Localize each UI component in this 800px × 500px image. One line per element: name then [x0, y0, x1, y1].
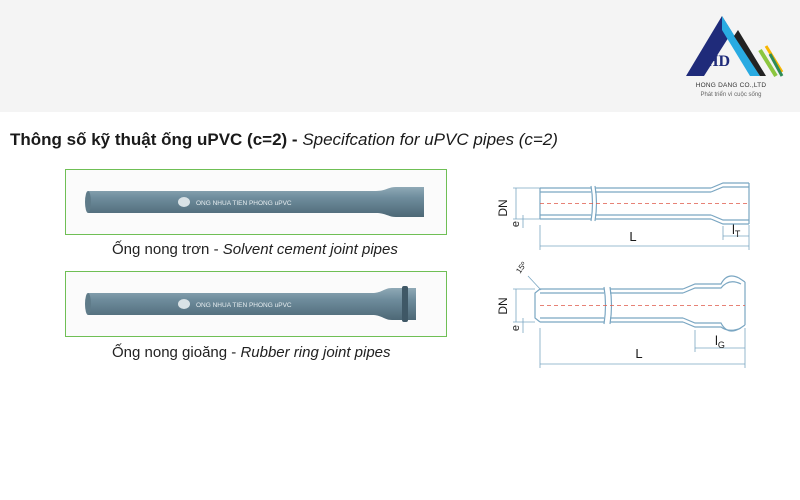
- dn-label: DN: [496, 199, 510, 216]
- wall-thickness-label: e: [510, 221, 522, 227]
- brand-emblem-icon: [178, 197, 190, 207]
- socket-length-label: lT: [732, 222, 741, 239]
- pipe-dimension-drawings: DN e L lT DN e 15º L lG: [496, 182, 750, 368]
- chamfer-angle-label: 15º: [514, 260, 528, 275]
- company-slogan: Phát triển vì cuộc sống: [700, 92, 762, 98]
- rubber-ring-pipe-caption: Ống nong gioăng - Rubber ring joint pipe…: [112, 344, 391, 361]
- logo-mark-icon: HD: [686, 16, 784, 78]
- title-vietnamese: Thông số kỹ thuật ống uPVC (c=2) -: [10, 130, 303, 149]
- caption-vietnamese: Ống nong gioăng -: [112, 344, 241, 361]
- caption-english: Rubber ring joint pipes: [240, 344, 391, 361]
- company-logo: HD HONG DANG CO.,LTD Phát triển vì cuộc …: [676, 10, 786, 106]
- caption-vietnamese: Ống nong trơn -: [112, 241, 223, 258]
- brand-emblem-icon: [178, 299, 190, 309]
- pipe-print-text: ONG NHUA TIEN PHONG uPVC: [196, 302, 292, 309]
- length-label: L: [635, 346, 642, 361]
- rubber-ring-pipe-image: ONG NHUA TIEN PHONG uPVC: [65, 271, 447, 337]
- page-title: Thông số kỹ thuật ống uPVC (c=2) - Speci…: [10, 130, 558, 150]
- wall-thickness-label: e: [510, 325, 522, 331]
- pipe-print-text: ONG NHUA TIEN PHONG uPVC: [196, 200, 292, 207]
- solvent-pipe-caption: Ống nong trơn - Solvent cement joint pip…: [112, 241, 398, 258]
- header-band: [0, 0, 800, 112]
- dn-label: DN: [496, 297, 510, 314]
- rubber-ring-bead: [402, 286, 408, 322]
- solvent-pipe-image: ONG NHUA TIEN PHONG uPVC: [65, 169, 447, 235]
- title-english: Specifcation for uPVC pipes (c=2): [302, 130, 558, 149]
- logo-letters: HD: [706, 53, 730, 70]
- caption-english: Solvent cement joint pipes: [222, 241, 398, 258]
- socket-length-label: lG: [715, 333, 725, 350]
- rubber-ring-joint-drawing: [513, 275, 746, 368]
- length-label: L: [629, 229, 636, 244]
- company-name: HONG DANG CO.,LTD: [695, 82, 767, 89]
